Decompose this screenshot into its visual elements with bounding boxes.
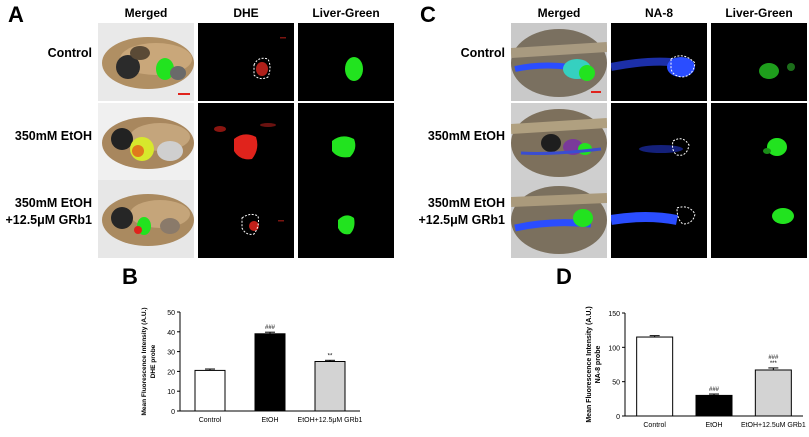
panel-letter-b: B xyxy=(122,264,138,289)
a-col-liver-green: Liver-Green xyxy=(312,6,380,20)
c-col-liver-green: Liver-Green xyxy=(725,6,793,20)
chart0-xtick-label-1: EtOH xyxy=(261,417,278,424)
c-row-etoh-grb1: 350mM EtOH +12.5μM GRb1 xyxy=(418,196,506,227)
a-merged-etoh-image xyxy=(98,103,194,181)
chart0-xtick-label-2: EtOH+12.5μM GRb1 xyxy=(298,417,363,424)
chart0-annotation-2-0: ** xyxy=(328,353,333,359)
a-col-dhe: DHE xyxy=(233,6,259,20)
chart-b: Mean Fluorescence Intensity (A.U.)DHE pr… xyxy=(130,288,370,433)
c-liver-etoh-image xyxy=(711,103,807,181)
a-col-merged: Merged xyxy=(124,6,168,20)
chart0-bar-0 xyxy=(194,369,226,412)
chart1-annotation-2-1: *** xyxy=(770,361,778,367)
chart0-ytick-label-0: 0 xyxy=(171,409,175,416)
panel-letter-d: D xyxy=(556,264,572,289)
chart1-bar-0 xyxy=(636,336,674,417)
c-liver-control-image xyxy=(711,23,807,101)
c-row-control: Control xyxy=(460,46,505,60)
chart1-ytick-label-1: 50 xyxy=(612,380,620,387)
panel-letter-a: A xyxy=(8,2,24,27)
chart1-ytick-label-3: 150 xyxy=(608,311,620,318)
a-liver-control-image xyxy=(298,23,394,101)
chart0-ytick-label-4: 40 xyxy=(167,330,175,337)
chart0-xtick-label-0: Control xyxy=(199,417,222,424)
chart0-ylabel-line-0: Mean Fluorescence Intensity (A.U.) xyxy=(141,308,148,416)
c-merged-control-image xyxy=(511,23,607,101)
a-dhe-etoh-image xyxy=(198,103,294,181)
c-na8-etoh-image xyxy=(611,103,707,181)
a-merged-etoh-grb1-image xyxy=(98,180,194,258)
a-row-etoh: 350mM EtOH xyxy=(14,129,92,143)
chart1-ylabel-line-0: Mean Fluorescence Intensity (A.U.) xyxy=(586,306,593,422)
chart-b-svg: Mean Fluorescence Intensity (A.U.)DHE pr… xyxy=(141,308,363,425)
chart1-ylabel-line-1: NA-8 probe xyxy=(595,346,602,384)
c-na8-etoh-grb1-image xyxy=(611,180,707,258)
chart1-bar-1 xyxy=(695,394,733,417)
c-col-merged: Merged xyxy=(537,6,581,20)
chart1-bar-2 xyxy=(754,369,792,417)
c-row-etoh: 350mM EtOH xyxy=(427,129,505,143)
chart1-ytick-label-2: 100 xyxy=(608,345,620,352)
chart1-ytick-label-0: 0 xyxy=(616,414,620,421)
chart0-ylabel-line-1: DHE probe xyxy=(150,344,157,378)
c-merged-etoh-grb1-image xyxy=(511,180,607,258)
chart0-ytick-label-5: 50 xyxy=(167,310,175,317)
c-col-na8: NA-8 xyxy=(644,6,673,20)
c-liver-etoh-grb1-image xyxy=(711,180,807,258)
a-row-control: Control xyxy=(47,46,92,60)
c-merged-etoh-image xyxy=(511,103,607,181)
c-na8-control-image xyxy=(611,23,707,101)
chart-d: Mean Fluorescence Intensity (A.U.)NA-8 p… xyxy=(565,288,809,437)
a-liver-etoh-grb1-image xyxy=(298,180,394,258)
chart1-xtick-label-2: EtOH+12.5uM GRb1 xyxy=(741,422,806,429)
chart0-ytick-label-1: 10 xyxy=(167,389,175,396)
chart1-xtick-label-1: EtOH xyxy=(705,422,722,429)
chart0-bar-2 xyxy=(314,361,346,412)
a-merged-control-image xyxy=(98,23,194,101)
chart1-xtick-label-0: Control xyxy=(643,422,666,429)
chart-d-svg: Mean Fluorescence Intensity (A.U.)NA-8 p… xyxy=(586,306,806,429)
chart0-bar-1 xyxy=(254,333,286,412)
chart0-ytick-label-2: 20 xyxy=(167,369,175,376)
chart0-ytick-label-3: 30 xyxy=(167,350,175,357)
a-row-etoh-grb1: 350mM EtOH +12.5μM GRb1 xyxy=(5,196,93,227)
a-liver-etoh-image xyxy=(298,103,394,181)
panel-letter-c: C xyxy=(420,2,436,27)
chart1-annotation-1-0: ### xyxy=(709,387,720,393)
chart0-annotation-1-0: ### xyxy=(265,325,276,331)
chart1-annotation-2-0: ### xyxy=(768,355,779,361)
a-dhe-etoh-grb1-image xyxy=(198,180,294,258)
a-dhe-control-image xyxy=(198,23,294,101)
